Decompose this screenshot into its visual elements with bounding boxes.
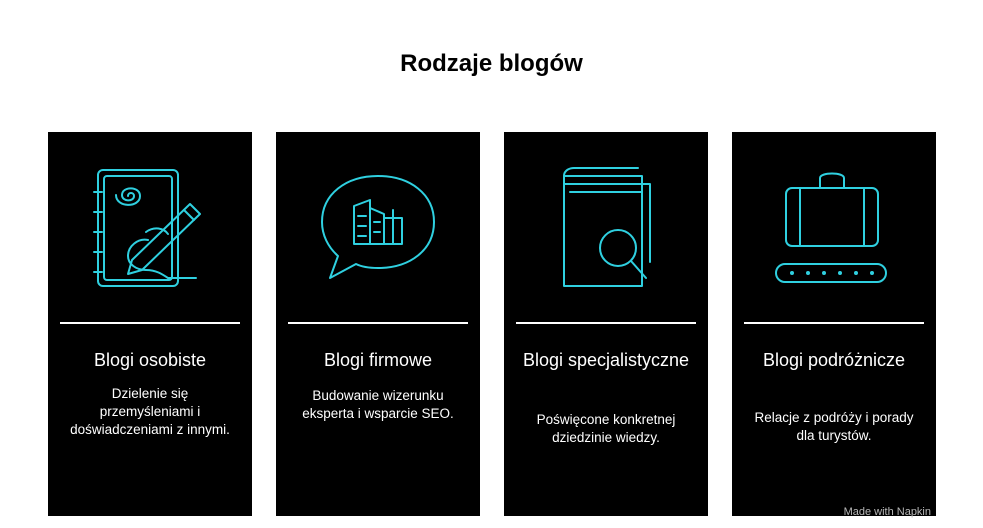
notebook-pen-icon — [90, 162, 210, 292]
card-company-blogs: Blogi firmowe Budowanie wizerunku eksper… — [276, 132, 480, 516]
speech-bubble-buildings-icon — [318, 162, 438, 292]
card-divider — [288, 322, 468, 324]
card-description: Poświęcone konkretnej dziedzinie wiedzy. — [536, 412, 676, 445]
watermark-text: Made with Napkin — [843, 506, 931, 518]
card-divider — [744, 322, 924, 324]
card-title: Blogi podróżnicze — [762, 350, 906, 370]
page-title: Rodzaje blogów — [400, 50, 583, 77]
card-title: Blogi firmowe — [323, 350, 433, 370]
card-travel-blogs: Blogi podróżnicze Relacje z podróży i po… — [732, 132, 936, 516]
card-divider — [60, 322, 240, 324]
card-description: Budowanie wizerunku eksperta i wsparcie … — [302, 388, 454, 421]
card-description: Dzielenie się przemyśleniami i doświadcz… — [70, 386, 230, 437]
card-personal-blogs: Blogi osobiste Dzielenie się przemyśleni… — [48, 132, 252, 516]
watermark: Made with Napkin — [844, 506, 931, 518]
card-divider — [516, 322, 696, 324]
book-magnifier-icon — [546, 162, 666, 292]
luggage-conveyor-icon — [774, 162, 894, 292]
card-title: Blogi specjalistyczne — [522, 350, 690, 370]
card-specialist-blogs: Blogi specjalistyczne Poświęcone konkret… — [504, 132, 708, 516]
card-title: Blogi osobiste — [93, 350, 207, 370]
card-description: Relacje z podróży i porady dla turystów. — [754, 410, 914, 443]
